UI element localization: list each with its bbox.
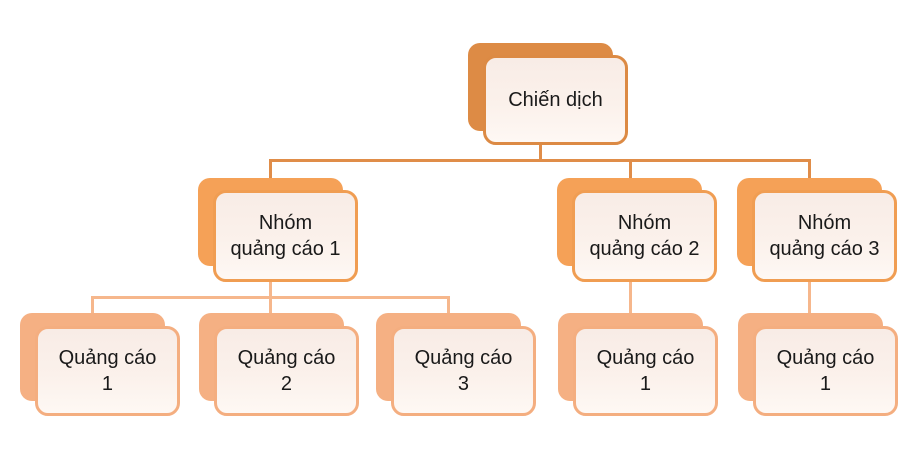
- node-ad-group-3-label: Nhóm quảng cáo 3: [769, 212, 880, 260]
- node-ad-group-2-box: Nhóm quảng cáo 2: [572, 190, 717, 282]
- node-ad-2-1[interactable]: Quảng cáo 1: [558, 313, 718, 417]
- node-ad-group-2[interactable]: Nhóm quảng cáo 2: [557, 178, 717, 283]
- node-ad-group-1[interactable]: Nhóm quảng cáo 1: [198, 178, 358, 283]
- node-ad-1-3-label: Quảng cáo 3: [414, 347, 513, 395]
- connector-group3-stem: [808, 281, 811, 315]
- node-ad-1-2[interactable]: Quảng cáo 2: [199, 313, 359, 417]
- node-ad-1-2-label: Quảng cáo 2: [237, 347, 336, 395]
- connector-group1-stem: [269, 281, 272, 298]
- connector-drop-group3: [808, 159, 811, 180]
- node-ad-2-1-label: Quảng cáo 1: [596, 347, 695, 395]
- node-ad-3-1-label: Quảng cáo 1: [776, 347, 875, 395]
- node-ad-1-1-box: Quảng cáo 1: [35, 326, 180, 416]
- node-ad-group-1-label: Nhóm quảng cáo 1: [230, 212, 341, 260]
- connector-drop-ad1-2: [269, 296, 272, 315]
- node-ad-group-2-label: Nhóm quảng cáo 2: [589, 212, 700, 260]
- node-ad-group-3-box: Nhóm quảng cáo 3: [752, 190, 897, 282]
- node-ad-1-1-label: Quảng cáo 1: [58, 347, 157, 395]
- node-ad-3-1-box: Quảng cáo 1: [753, 326, 898, 416]
- node-ad-1-2-box: Quảng cáo 2: [214, 326, 359, 416]
- node-ad-3-1[interactable]: Quảng cáo 1: [738, 313, 898, 417]
- connector-level1-horizontal: [269, 159, 811, 162]
- node-ad-group-3[interactable]: Nhóm quảng cáo 3: [737, 178, 897, 283]
- connector-drop-ad1-3: [447, 296, 450, 315]
- connector-drop-ad1-1: [91, 296, 94, 315]
- connector-drop-group1: [269, 159, 272, 180]
- node-ad-1-3[interactable]: Quảng cáo 3: [376, 313, 536, 417]
- connector-campaign-stem: [539, 144, 542, 161]
- connector-group2-stem: [629, 281, 632, 315]
- node-campaign-label: Chiến dịch: [508, 89, 603, 111]
- node-ad-1-1[interactable]: Quảng cáo 1: [20, 313, 180, 417]
- node-ad-group-1-box: Nhóm quảng cáo 1: [213, 190, 358, 282]
- node-campaign[interactable]: Chiến dịch: [468, 43, 628, 146]
- connector-drop-group2: [629, 159, 632, 180]
- node-ad-1-3-box: Quảng cáo 3: [391, 326, 536, 416]
- node-ad-2-1-box: Quảng cáo 1: [573, 326, 718, 416]
- node-campaign-box: Chiến dịch: [483, 55, 628, 145]
